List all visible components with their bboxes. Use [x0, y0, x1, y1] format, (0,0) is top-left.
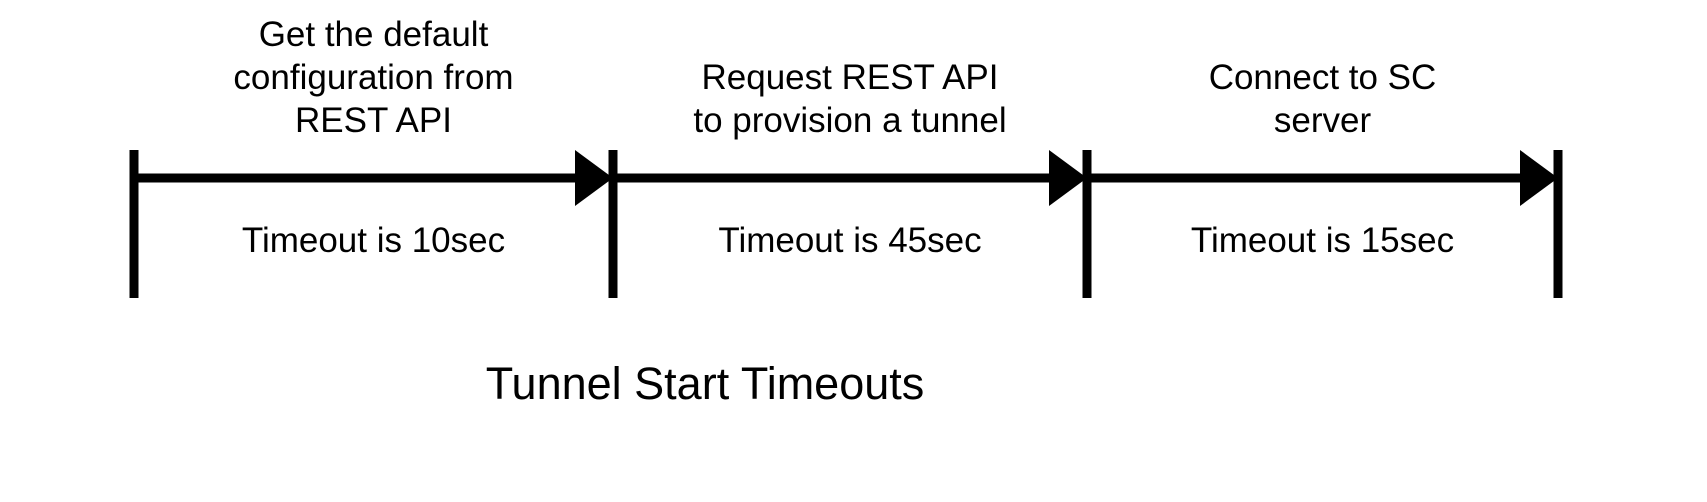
- segment-arrow-3-shaft: [1087, 173, 1520, 183]
- tick-mark-start: [129, 150, 139, 298]
- segment-arrow-1-shaft: [134, 173, 575, 183]
- segment-arrow-1: [134, 150, 613, 206]
- timeline-ticks: [129, 150, 1563, 298]
- segment-arrow-2-shaft: [613, 173, 1049, 183]
- timeout-label-phase-3: Timeout is 15sec: [1190, 221, 1455, 260]
- phase-label-text: Connect to SC server: [1208, 58, 1437, 140]
- segment-arrow-3: [1087, 150, 1558, 206]
- timeout-label-phase-2: Timeout is 45sec: [718, 221, 982, 260]
- phase-label-get-default-config: Get the default configuration from REST …: [134, 15, 613, 142]
- phase-label-request-provision-tunnel: Request REST API to provision a tunnel: [613, 20, 1087, 142]
- tick-mark-end: [1553, 150, 1563, 298]
- phase-label-connect-sc-server: Connect to SC server: [1087, 20, 1558, 142]
- tick-mark-1: [608, 150, 618, 298]
- segment-arrow-2: [613, 150, 1087, 206]
- phase-label-text: Request REST API to provision a tunnel: [693, 58, 1007, 140]
- segment-arrow-1-head: [575, 150, 613, 206]
- diagram-title: Tunnel Start Timeouts: [485, 358, 925, 409]
- tick-mark-2: [1082, 150, 1092, 298]
- segment-arrow-3-head: [1520, 150, 1558, 206]
- phase-label-text: Get the default configuration from REST …: [233, 15, 514, 140]
- segment-arrow-2-head: [1049, 150, 1087, 206]
- timeout-label-phase-1: Timeout is 10sec: [241, 221, 506, 260]
